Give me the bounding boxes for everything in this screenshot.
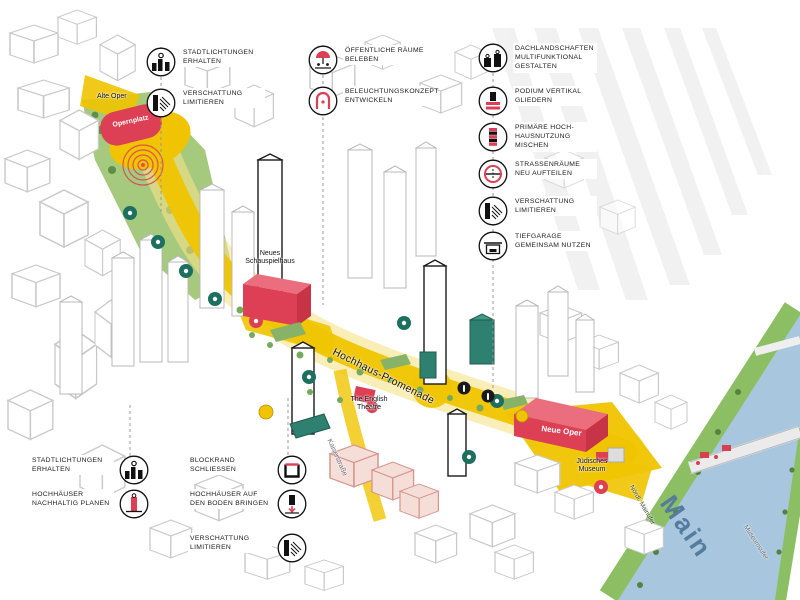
legend-label: STRASSENRÄUME NEU AUFTEILEN [513,159,597,180]
legend-label: PRIMÄRE HOCH-HAUSNUTZUNG MISCHEN [513,122,597,152]
juedisches-museum-extension [596,452,608,462]
legend-item-stadtlichtungen-erhalten-2: STADTLICHTUNGEN ERHALTEN [30,455,149,485]
map-label-juedisches-museum: Jüdisches Museum [576,458,608,474]
legend-label: HOCHHÄUSER NACHHALTIG PLANEN [30,489,114,510]
podium-icon [478,86,508,116]
shadow-hatch-icon [277,533,307,563]
shadow-hatch-icon [478,196,508,226]
legend-item-verschattung-limitieren: VERSCHATTUNG LIMITIEREN [146,88,265,118]
legend-item-beleuchtungskonzept: BELEUCHTUNGSKONZEPT ENTWICKELN [308,86,438,116]
legend-item-stadtlichtungen-erhalten: STADTLICHTUNGEN ERHALTEN [146,47,265,77]
english-theatre-building [353,386,376,404]
sustainable-tower-icon [119,489,149,519]
neue-oper-building [514,398,608,452]
legend-item-verschattung-limitieren-3: VERSCHATTUNG LIMITIEREN [188,533,307,563]
legend-item-primaere-hochhausnutzung: PRIMÄRE HOCH-HAUSNUTZUNG MISCHEN [478,122,597,152]
legend-item-oeffentliche-raeume: ÖFFENTLICHE RÄUME BELEBEN [308,45,427,75]
legend-item-podium-vertikal: PODIUM VERTIKAL GLIEDERN [478,86,597,116]
legend-item-hochhaeuser-nachhaltig: HOCHHÄUSER NACHHALTIG PLANEN [30,489,149,519]
legend-item-hochhaeuser-boden: HOCHHÄUSER AUF DEN BODEN BRINGEN [188,489,307,519]
street-trees [236,306,528,412]
kaiserstrasse-blocks [329,444,439,519]
tower-to-ground-icon [277,489,307,519]
legend-label: HOCHHÄUSER AUF DEN BODEN BRINGEN [188,489,272,510]
towers [58,141,595,399]
map-label-neues-schauspielhaus: Neues Schauspielhaus [245,250,295,266]
legend-item-tiefgarage: TIEFGARAGE GEMEINSAM NUTZEN [478,231,597,261]
legend-label: VERSCHATTUNG LIMITIEREN [188,533,272,554]
public-space-icon [308,45,338,75]
legend-item-blockrand-schliessen: BLOCKRAND SCHLIESSEN [188,455,307,485]
lighting-arch-icon [308,86,338,116]
legend-label: STADTLICHTUNGEN ERHALTEN [181,47,265,68]
shadow-hatch-icon [146,88,176,118]
opernplatz-rings [122,144,164,186]
map-label-alte-oper: Alte Oper [97,93,127,100]
legend-item-dachlandschaften: DACHLANDSCHAFTEN MULTIFUNKTIONAL GESTALT… [478,43,597,73]
bridge [687,336,800,475]
legend-label: VERSCHATTUNG LIMITIEREN [181,88,265,109]
legend-label: STADTLICHTUNGEN ERHALTEN [30,455,114,476]
mixed-use-tower-icon [478,122,508,152]
street-section-icon [478,159,508,189]
map-label-english-theatre: The English Theatre [350,396,388,412]
parking-garage-icon [478,231,508,261]
legend-label: ÖFFENTLICHE RÄUME BELEBEN [343,45,427,66]
legend-label: VERSCHATTUNG LIMITIEREN [513,196,597,217]
legend-item-verschattung-limitieren-2: VERSCHATTUNG LIMITIEREN [478,196,597,226]
map-badges [123,206,608,494]
roofscape-icon [478,43,508,73]
block-perimeter-icon [277,455,307,485]
legend-label: TIEFGARAGE GEMEINSAM NUTZEN [513,231,597,252]
alte-oper-building [100,104,162,146]
teal-buildings [289,313,496,439]
legend-label: DACHLANDSCHAFTEN MULTIFUNKTIONAL GESTALT… [513,43,597,73]
city-clearing-icon [146,47,176,77]
legend-label: BLOCKRAND SCHLIESSEN [188,455,272,476]
legend-item-strassenraeume: STRASSENRÄUME NEU AUFTEILEN [478,159,597,189]
city-clearing-icon [119,455,149,485]
legend-label: BELEUCHTUNGSKONZEPT ENTWICKELN [343,86,438,107]
legend-label: PODIUM VERTIKAL GLIEDERN [513,86,597,107]
proposed-towers [256,153,468,477]
